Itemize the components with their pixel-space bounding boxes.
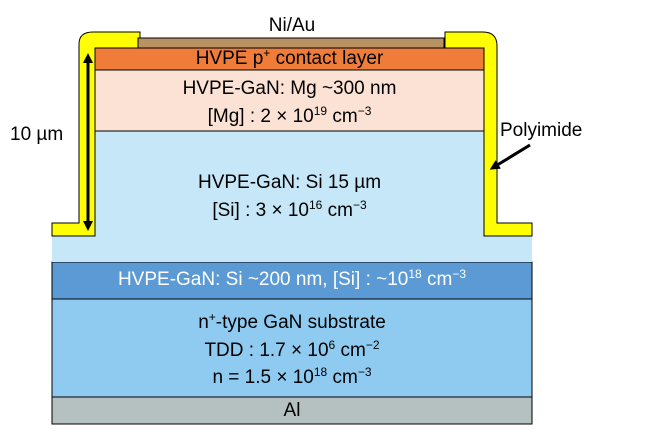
polyimide-label: Polyimide: [500, 120, 583, 141]
al-label: Al: [283, 400, 301, 421]
si-thin-label: HVPE-GaN: Si ~200 nm, [Si] : ~1018 cm−3: [117, 267, 467, 290]
si-mesa-layer: [95, 131, 484, 236]
substrate-layer: [51, 298, 533, 398]
si-mesa-label-line1: HVPE-GaN: Si 15 µm: [197, 172, 382, 193]
ni-au-contact: [137, 37, 445, 49]
mg-layer: [94, 69, 485, 132]
mg-layer-label-line1: HVPE-GaN: Mg ~300 nm: [182, 78, 397, 99]
contact-suffix: contact layer: [270, 48, 384, 69]
si-mesa-label-line2: [Si] : 3 × 1016 cm−3: [212, 198, 367, 221]
thickness-label: 10 µm: [10, 124, 64, 145]
contact-sup: +: [263, 46, 271, 60]
si-lower-layer: [52, 234, 532, 262]
al-layer: [51, 396, 533, 425]
substrate-label-line2: TDD : 1.7 × 106 cm−2: [204, 338, 380, 361]
contact-layer-label: HVPE p+ contact layer: [95, 46, 484, 70]
substrate-label-line3: n = 1.5 × 1018 cm−3: [212, 365, 372, 388]
ni-au-label: Ni/Au: [268, 15, 316, 36]
polyimide-pointer-arrow: [489, 143, 531, 170]
substrate-label-line1: n+-type GaN substrate: [198, 310, 386, 333]
mg-layer-label-line2: [Mg] : 2 × 1019 cm−3: [207, 104, 372, 127]
contact-text: HVPE p: [195, 48, 264, 69]
